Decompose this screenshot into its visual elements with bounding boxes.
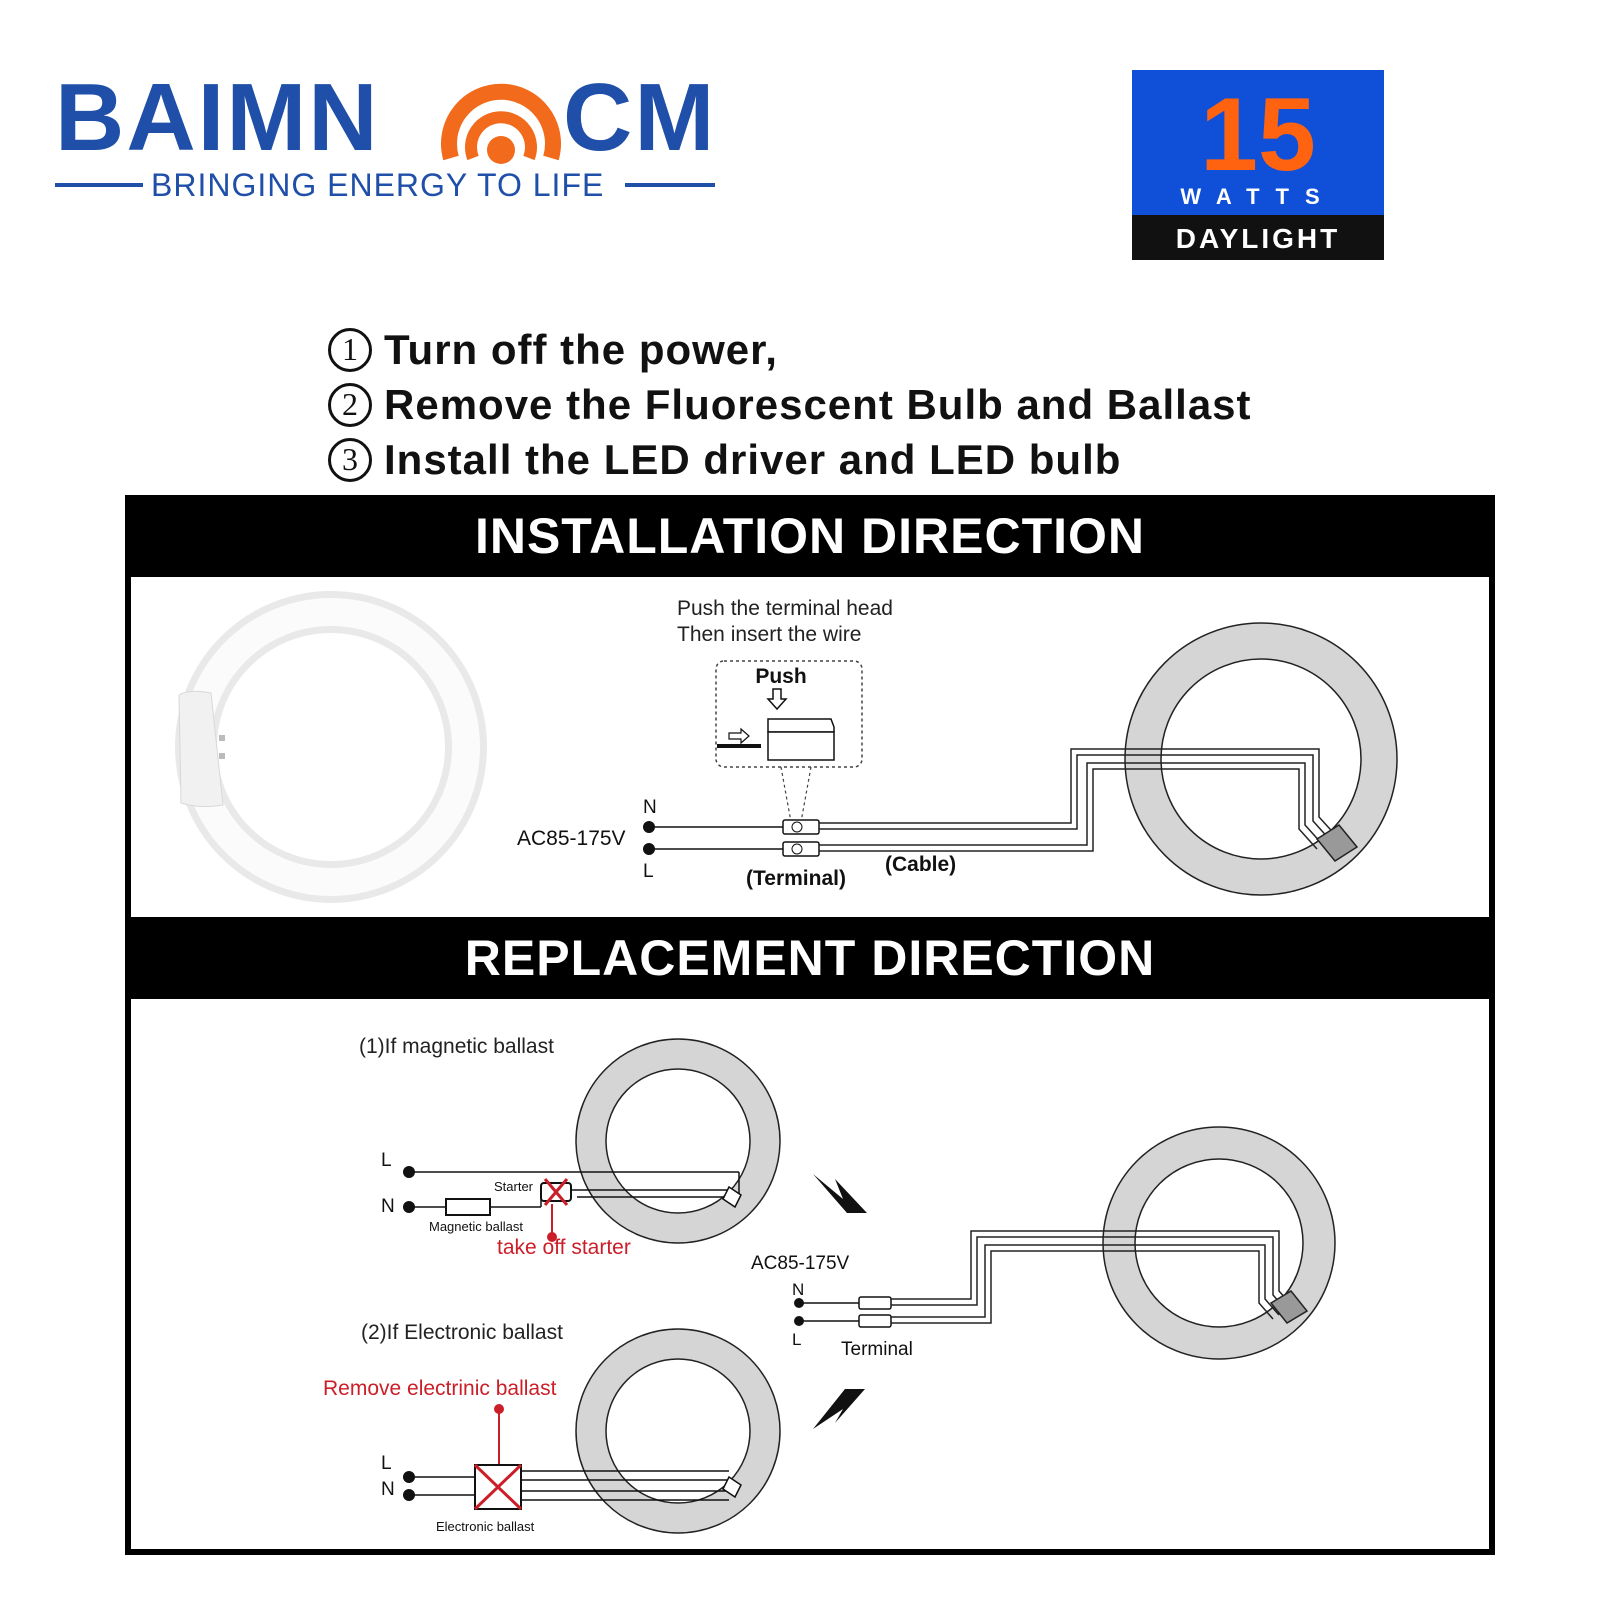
installation-section: Push the terminal head Then insert the w… (131, 577, 1489, 917)
electronic-action: Remove electrinic ballast (323, 1377, 557, 1400)
magnetic-ring-tube (575, 1038, 781, 1244)
led-ring-bulb-image (175, 591, 487, 903)
magnetic-n-label: N (381, 1196, 395, 1217)
cable (819, 748, 1340, 852)
install-l-label: L (643, 861, 654, 882)
install-n-label: N (643, 797, 657, 818)
brand-logo: BAIMN CM BRINGING ENERGY TO LIFE (55, 64, 716, 203)
step-number: 3 (328, 437, 372, 482)
electronic-title: (2)If Electronic ballast (361, 1321, 563, 1344)
magnetic-action: take off starter (497, 1236, 631, 1259)
step-3: 3 Install the LED driver and LED bulb (328, 432, 1252, 487)
cable-label: (Cable) (885, 853, 956, 876)
remove-x-icon (473, 1463, 523, 1511)
remove-x-icon (543, 1178, 569, 1206)
push-terminal-callout: Push (715, 660, 863, 823)
electronic-ring-tube (575, 1328, 781, 1534)
step-1: 1 Turn off the power, (328, 322, 1252, 377)
install-note-line2: Then insert the wire (677, 623, 861, 646)
brand-signal-icon (441, 83, 561, 164)
electronic-l-label: L (381, 1453, 392, 1474)
installation-diagram: Push the terminal head Then insert the w… (175, 591, 1398, 903)
step-text: Turn off the power, (384, 325, 778, 373)
brand-name-right: CM (563, 64, 716, 171)
step-text: Install the LED driver and LED bulb (384, 435, 1122, 483)
brand-name-left: BAIMN (55, 64, 380, 171)
installation-header: INSTALLATION DIRECTION (474, 508, 1146, 564)
magnetic-l-label: L (381, 1150, 392, 1171)
terminal-label: (Terminal) (746, 867, 846, 890)
step-number: 2 (328, 382, 372, 427)
result-voltage: AC85-175V (751, 1253, 850, 1274)
step-number: 1 (328, 327, 372, 372)
down-right-arrow-icon (813, 1174, 867, 1213)
replacement-section: (1)If magnetic ballast L N Starter Magne… (131, 999, 1489, 1549)
terminal-block (782, 819, 820, 857)
result-tube-connector (1269, 1290, 1309, 1324)
direction-panel: INSTALLATION DIRECTION Push the terminal… (125, 495, 1495, 1555)
result-ring-tube (1102, 1126, 1336, 1360)
electronic-ballast-label: Electronic ballast (436, 1519, 535, 1534)
replacement-diagram: (1)If magnetic ballast L N Starter Magne… (323, 1035, 1336, 1534)
brand-tagline: BRINGING ENERGY TO LIFE (151, 167, 604, 203)
install-note-line1: Push the terminal head (677, 597, 893, 620)
electronic-n-label: N (381, 1479, 395, 1500)
tube-connector (1315, 824, 1359, 862)
install-voltage: AC85-175V (517, 827, 626, 850)
replacement-header: REPLACEMENT DIRECTION (464, 930, 1156, 986)
result-n-label: N (792, 1280, 804, 1299)
ring-tube-diagram (1124, 622, 1398, 896)
step-text: Remove the Fluorescent Bulb and Ballast (384, 380, 1252, 428)
push-label: Push (755, 665, 806, 688)
result-cable (891, 1230, 1294, 1324)
down-arrow-icon (766, 688, 788, 711)
starter-label: Starter (494, 1179, 534, 1194)
badge-light: DAYLIGHT (1176, 223, 1341, 254)
step-2: 2 Remove the Fluorescent Bulb and Ballas… (328, 377, 1252, 432)
badge-footer (1132, 215, 1384, 260)
badge-wattage: 15 (1200, 77, 1316, 193)
magnetic-title: (1)If magnetic ballast (359, 1035, 554, 1058)
result-l-label: L (792, 1330, 801, 1349)
result-terminal-block (858, 1296, 892, 1310)
magnetic-ballast-symbol (445, 1198, 491, 1216)
up-right-arrow-icon (813, 1389, 865, 1429)
badge-background (1132, 70, 1384, 215)
magnetic-ballast-label: Magnetic ballast (429, 1219, 523, 1234)
right-arrow-icon (728, 727, 750, 745)
result-terminal-label: Terminal (841, 1339, 913, 1360)
wattage-badge: 15 WATTS DAYLIGHT (1132, 70, 1384, 260)
instruction-steps: 1 Turn off the power, 2 Remove the Fluor… (328, 322, 1252, 487)
badge-unit: WATTS (1180, 184, 1335, 209)
